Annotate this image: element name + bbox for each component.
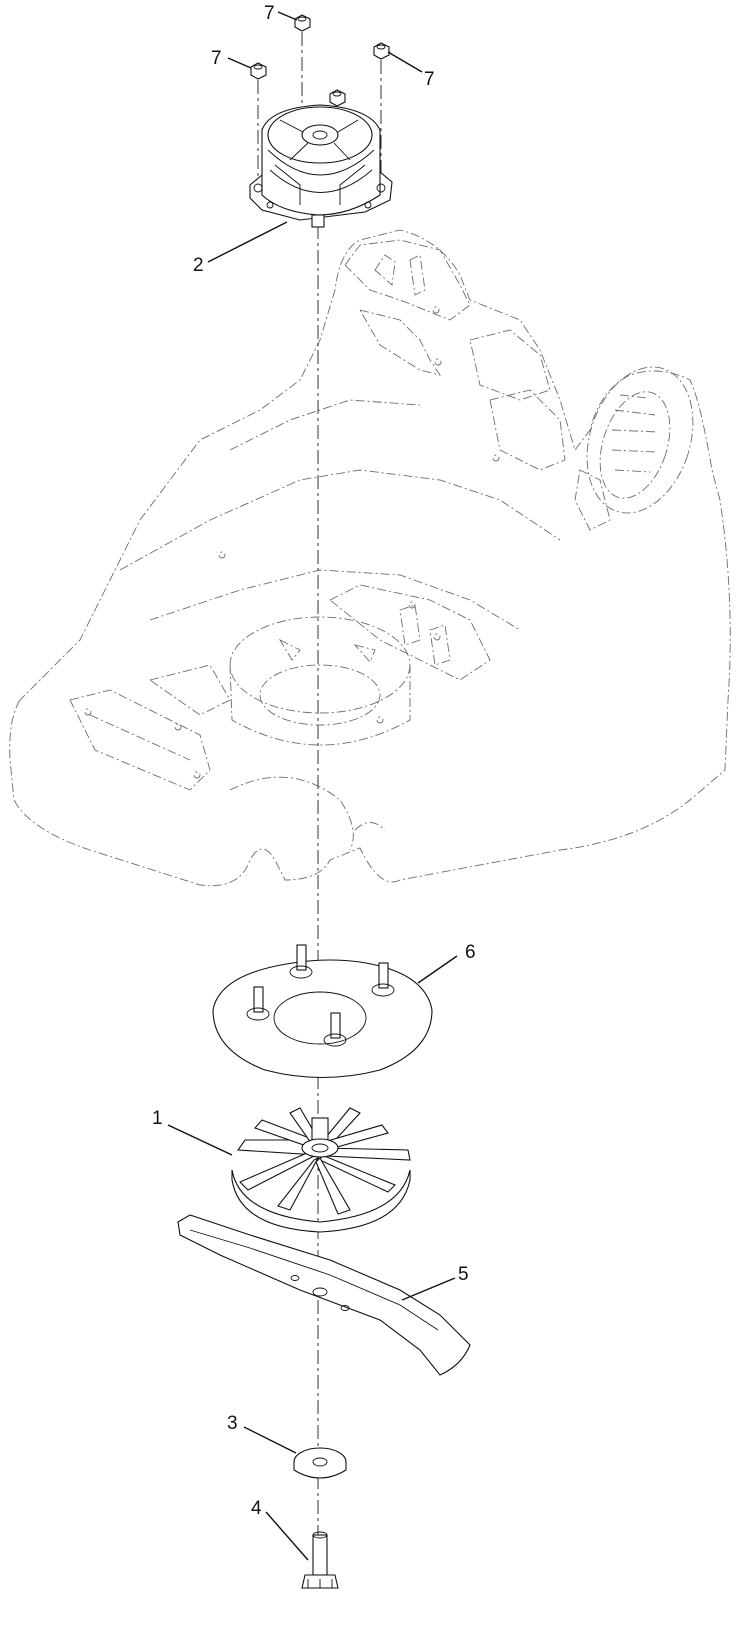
washer-3 xyxy=(293,1447,347,1479)
callout-7-left: 7 xyxy=(211,48,222,69)
fan-1 xyxy=(231,1107,411,1233)
callout-2: 2 xyxy=(193,255,204,276)
lock-nut-7-top xyxy=(294,14,311,32)
lock-nut-7-right xyxy=(373,42,390,60)
mower-deck-housing xyxy=(9,229,731,887)
blade-5 xyxy=(177,1214,471,1376)
baffle-stud-2 xyxy=(371,962,395,997)
callout-5: 5 xyxy=(458,1264,469,1285)
callout-3: 3 xyxy=(227,1413,238,1434)
callout-1: 1 xyxy=(152,1108,163,1129)
baffle-stud-4 xyxy=(323,1012,347,1047)
callout-7-top: 7 xyxy=(264,3,275,24)
bolt-4 xyxy=(301,1531,339,1589)
baffle-stud-3 xyxy=(246,986,270,1021)
lock-nut-7-back xyxy=(329,89,346,107)
callout-leaders xyxy=(167,11,458,1561)
callout-7-right: 7 xyxy=(424,69,435,90)
baffle-stud-1 xyxy=(289,944,313,979)
lock-nut-7-left xyxy=(250,62,267,80)
motor-2 xyxy=(249,104,393,228)
callout-6: 6 xyxy=(465,942,476,963)
callout-4: 4 xyxy=(251,1498,262,1519)
baffle-plate-6 xyxy=(212,944,433,1078)
